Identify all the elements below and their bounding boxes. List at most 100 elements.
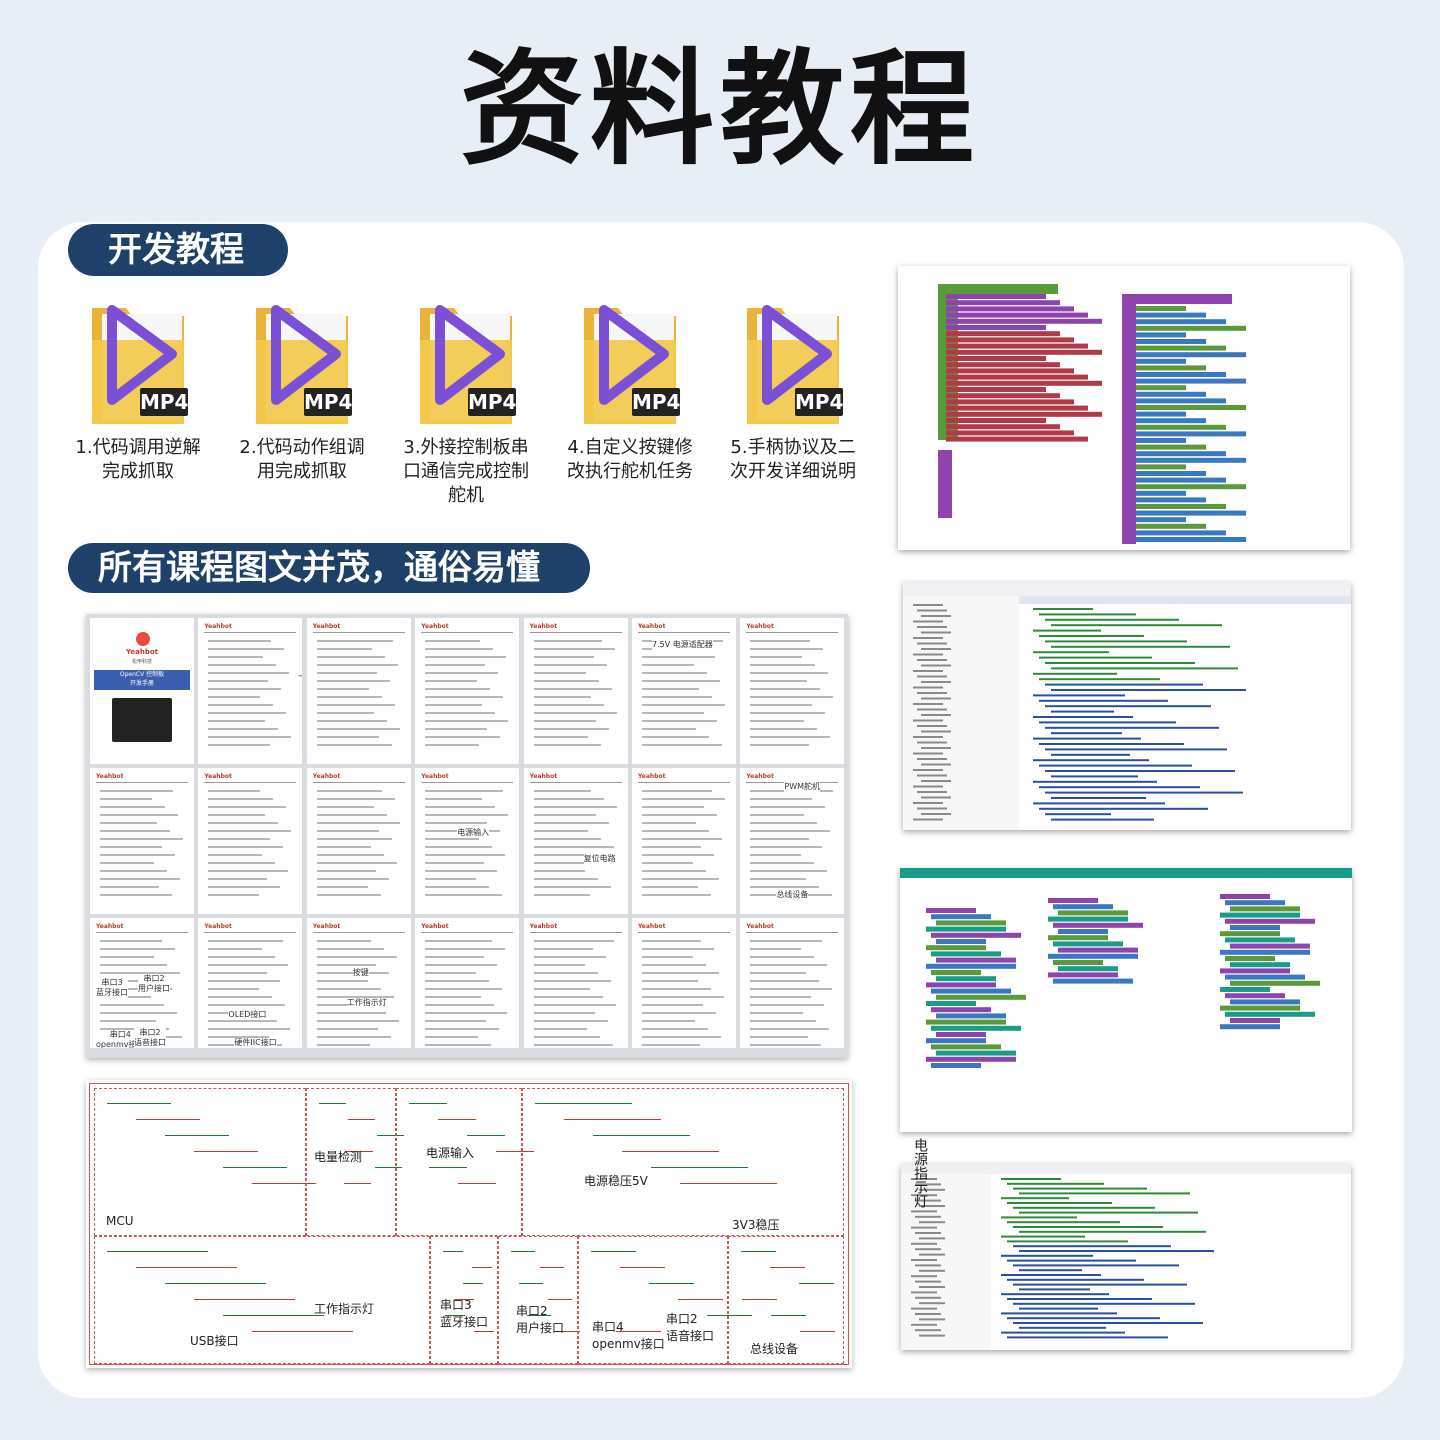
text-line xyxy=(100,870,167,872)
text-line xyxy=(750,940,823,942)
text-line xyxy=(425,814,509,816)
video-folder-icon[interactable]: MP4 xyxy=(578,300,682,430)
text-line xyxy=(100,806,165,808)
text-line xyxy=(533,790,591,792)
text-line xyxy=(642,878,719,880)
text-line xyxy=(208,736,292,738)
text-line xyxy=(533,822,609,824)
text-line xyxy=(533,988,590,990)
text-line xyxy=(425,1020,487,1022)
text-line xyxy=(316,790,382,792)
text-line xyxy=(425,846,493,848)
page-brand: Yeahbot xyxy=(204,923,232,930)
text-line xyxy=(642,744,722,746)
schematic-wire xyxy=(344,1183,371,1184)
text-line xyxy=(316,1020,399,1022)
page-brand: Yeahbot xyxy=(638,923,666,930)
text-line xyxy=(750,846,823,848)
page-brand: Yeahbot xyxy=(421,623,449,630)
schematic-wire xyxy=(136,1119,200,1120)
mp4-badge: MP4 xyxy=(304,388,353,416)
page-brand: Yeahbot xyxy=(529,923,558,930)
text-line xyxy=(208,814,266,816)
manual-page: Yeahbot xyxy=(740,918,845,1048)
text-line xyxy=(750,964,828,966)
video-label: 4.自定义按键修改执行舵机任务 xyxy=(567,437,693,482)
schematic-frame xyxy=(89,1083,849,1365)
text-line xyxy=(425,688,491,690)
text-line xyxy=(316,648,372,650)
text-line xyxy=(208,830,292,832)
text-line xyxy=(208,664,277,666)
cover-banner: OpenCV 控制板 开发手册 xyxy=(94,670,190,690)
text-line xyxy=(750,728,818,730)
text-line xyxy=(750,1028,830,1030)
diagram-label: 按键 xyxy=(352,968,369,978)
text-line xyxy=(750,640,811,642)
schematic-wire xyxy=(252,1331,353,1332)
text-line xyxy=(425,854,506,856)
video-label: 3.外接控制板串口通信完成控制舵机 xyxy=(403,437,529,506)
text-line xyxy=(208,878,268,880)
text-line xyxy=(316,870,376,872)
text-line xyxy=(425,878,477,880)
text-line xyxy=(642,814,717,816)
schematic-wire xyxy=(519,1283,543,1284)
page-header-rule xyxy=(204,782,297,783)
video-folder-icon[interactable]: MP4 xyxy=(250,300,354,430)
schematic-label: 3V3稳压 xyxy=(732,1218,780,1232)
text-line xyxy=(100,940,162,942)
video-folder-icon[interactable]: MP4 xyxy=(86,300,190,430)
text-line xyxy=(533,744,601,746)
schematic-wire xyxy=(616,1331,661,1332)
text-line xyxy=(642,1020,695,1022)
text-line xyxy=(425,680,478,682)
video-folder-icon[interactable]: MP4 xyxy=(414,300,518,430)
schematic-wire xyxy=(348,1119,375,1120)
text-line xyxy=(208,862,276,864)
schematic-wire xyxy=(194,1299,295,1300)
schematic-label: 串口2 语音接口 xyxy=(666,1312,715,1343)
text-line xyxy=(208,1036,270,1038)
schematic-wire xyxy=(548,1299,572,1300)
text-line xyxy=(208,712,287,714)
text-line xyxy=(533,948,593,950)
text-line xyxy=(208,798,274,800)
text-line xyxy=(208,1020,278,1022)
schematic-label: 电源指示灯 xyxy=(912,1138,928,1208)
text-line xyxy=(316,988,381,990)
text-line xyxy=(642,704,725,706)
schematic-wire xyxy=(346,1151,373,1152)
text-line xyxy=(208,972,268,974)
text-line xyxy=(642,972,719,974)
text-line xyxy=(750,736,831,738)
text-line xyxy=(316,696,382,698)
text-line xyxy=(208,948,263,950)
text-line xyxy=(750,704,813,706)
text-line xyxy=(100,830,170,832)
schematic-wire xyxy=(467,1135,505,1136)
text-line xyxy=(316,688,369,690)
schematic-label: 串口2 用户接口 xyxy=(516,1304,565,1335)
text-line xyxy=(425,822,488,824)
schematic-wire xyxy=(591,1251,636,1252)
text-line xyxy=(425,948,506,950)
text-line xyxy=(533,728,609,730)
text-line xyxy=(750,744,810,746)
text-line xyxy=(425,704,483,706)
schematic-wire xyxy=(375,1167,402,1168)
text-line xyxy=(750,980,820,982)
mp4-badge: MP4 xyxy=(795,388,844,416)
text-line xyxy=(316,1028,378,1030)
page-title: 资料教程 xyxy=(459,38,980,182)
text-line xyxy=(642,720,717,722)
schematic-wire xyxy=(741,1251,776,1252)
text-line xyxy=(533,1036,600,1038)
page-header-rule xyxy=(96,932,188,933)
page-brand: Yeahbot xyxy=(746,623,774,630)
text-line xyxy=(750,870,828,872)
schematic-wire xyxy=(680,1183,777,1184)
text-line xyxy=(533,862,606,864)
video-folder-icon[interactable]: MP4 xyxy=(741,300,845,430)
